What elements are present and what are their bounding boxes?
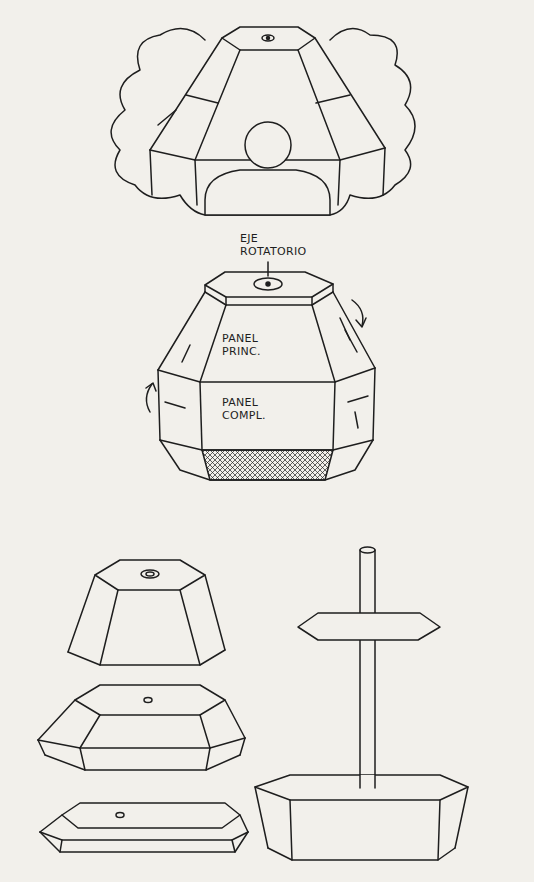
axis-label: EJE ROTATORIO xyxy=(240,232,320,258)
exploded-top-piece xyxy=(68,560,225,665)
rotating-pod xyxy=(146,262,375,480)
panel-label: PANEL PRINC. xyxy=(222,332,292,358)
rotation-arrow xyxy=(146,384,152,412)
exploded-middle-piece xyxy=(38,685,245,770)
leader-line xyxy=(267,262,269,276)
exploded-bottom-piece xyxy=(40,803,248,852)
panel-label: PANEL COMPL. xyxy=(222,396,292,422)
axis-assembly xyxy=(255,547,468,860)
cloud-outline xyxy=(111,29,415,215)
person-silhouette xyxy=(205,122,330,215)
